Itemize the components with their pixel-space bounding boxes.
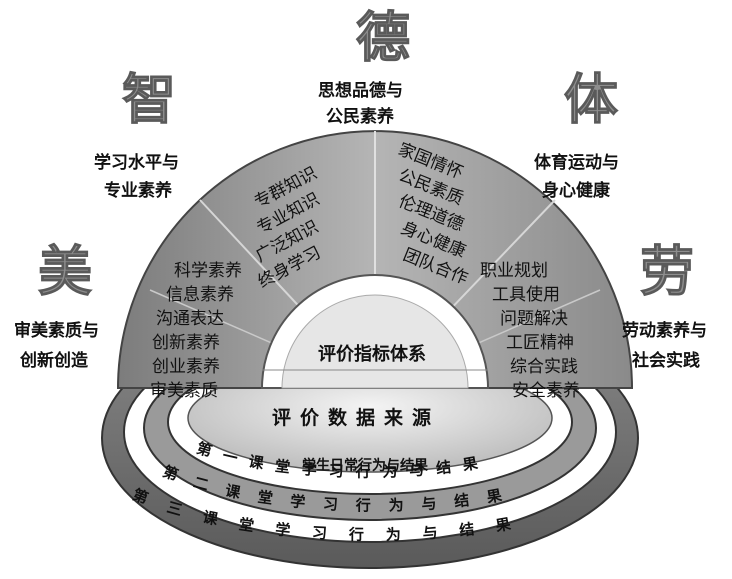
daily-behavior-label: 学生日常行为与结果 (302, 457, 429, 474)
dimension-char-mei: 美 (38, 240, 92, 303)
sector-item: 工具使用 (492, 284, 560, 305)
dimension-char-de: 德 (356, 6, 410, 69)
caption-lao-line2: 社会实践 (631, 350, 700, 371)
sector-item: 工匠精神 (506, 333, 574, 353)
sector-item: 安全素养 (512, 381, 580, 401)
sector-item: 综合实践 (510, 357, 578, 377)
sector-item: 职业规划 (480, 261, 548, 281)
data-source-rings (101, 307, 639, 569)
caption-zhi-line1: 学习水平与 (94, 152, 179, 173)
dimension-captions: 思想品德与 公民素养 学习水平与 专业素养 体育运动与 身心健康 审美素质与 创… (14, 80, 707, 371)
sector-item: 问题解决 (500, 309, 568, 329)
sector-item: 沟通表达 (156, 309, 224, 329)
sector-left: 科学素养 信息素养 沟通表达 创新素养 创业素养 审美素质 (150, 261, 242, 401)
dimension-char-ti: 体 (564, 68, 618, 131)
sector-item: 科学素养 (174, 261, 242, 281)
sector-item: 审美素质 (150, 381, 218, 401)
sector-item: 创业素养 (152, 357, 220, 377)
data-source-label: 评价数据来源 (272, 406, 440, 429)
dimension-char-zhi: 智 (122, 68, 176, 131)
caption-mei-line2: 创新创造 (19, 350, 89, 371)
caption-ti-line2: 身心健康 (542, 180, 611, 201)
caption-lao-line1: 劳动素养与 (622, 320, 707, 341)
caption-zhi-line2: 专业素养 (104, 180, 173, 201)
sector-item: 创新素养 (152, 333, 220, 353)
sector-item: 信息素养 (166, 285, 234, 305)
caption-mei-line1: 审美素质与 (14, 320, 99, 341)
caption-ti-line1: 体育运动与 (534, 152, 619, 173)
caption-de-line2: 公民素养 (326, 106, 395, 127)
indicator-dome (116, 130, 634, 389)
core-label: 评价指标体系 (318, 343, 426, 365)
dimension-char-lao: 劳 (640, 240, 694, 303)
caption-de-line1: 思想品德与 (318, 80, 403, 101)
dimension-titles: 德 智 体 美 劳 (38, 6, 695, 304)
sector-right: 职业规划 工具使用 问题解决 工匠精神 综合实践 安全素养 (480, 261, 580, 401)
